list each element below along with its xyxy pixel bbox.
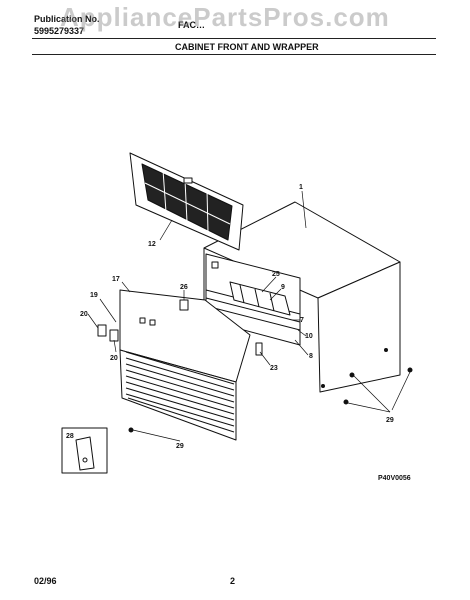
callout-29-b: 29: [386, 417, 394, 424]
header-rule-bottom: [32, 54, 436, 55]
callout-29-a: 29: [176, 443, 184, 450]
callout-28: 28: [66, 433, 74, 440]
publication-number: 5995279337: [34, 26, 85, 36]
callout-20-a: 20: [80, 311, 88, 318]
callout-19: 19: [90, 292, 98, 299]
part-26-bracket: [179, 299, 189, 311]
watermark: AppliancePartsPros.com: [60, 2, 390, 32]
callout-23: 23: [270, 365, 278, 372]
drawing-code: P40V0056: [378, 475, 411, 482]
callout-1: 1: [299, 184, 303, 191]
model-number: FAC…: [178, 20, 205, 30]
leader-lines: [87, 190, 411, 442]
part-23-clip: [255, 342, 263, 356]
callout-12: 12: [148, 241, 156, 248]
footer-page-number: 2: [230, 576, 236, 586]
air-filter: [129, 152, 244, 251]
cabinet-front: [119, 289, 251, 441]
section-title: CABINET FRONT AND WRAPPER: [175, 42, 319, 52]
footer-date: 02/96: [34, 576, 57, 586]
callout-17: 17: [112, 276, 120, 283]
callout-9: 9: [281, 284, 285, 291]
callout-10: 10: [305, 333, 313, 340]
callout-7: 7: [300, 317, 304, 324]
callout-20-b: 20: [110, 355, 118, 362]
callout-25: 25: [272, 271, 280, 278]
callout-8: 8: [309, 353, 313, 360]
header-rule-top: [32, 38, 436, 39]
cabinet-wrapper: [203, 201, 401, 393]
screws: [128, 367, 413, 433]
part-20-knob-a: [97, 324, 107, 337]
inset-detail-28: [61, 427, 108, 474]
part-20-knob-b: [109, 329, 119, 342]
publication-label: Publication No.: [34, 14, 100, 24]
callout-26: 26: [180, 284, 188, 291]
